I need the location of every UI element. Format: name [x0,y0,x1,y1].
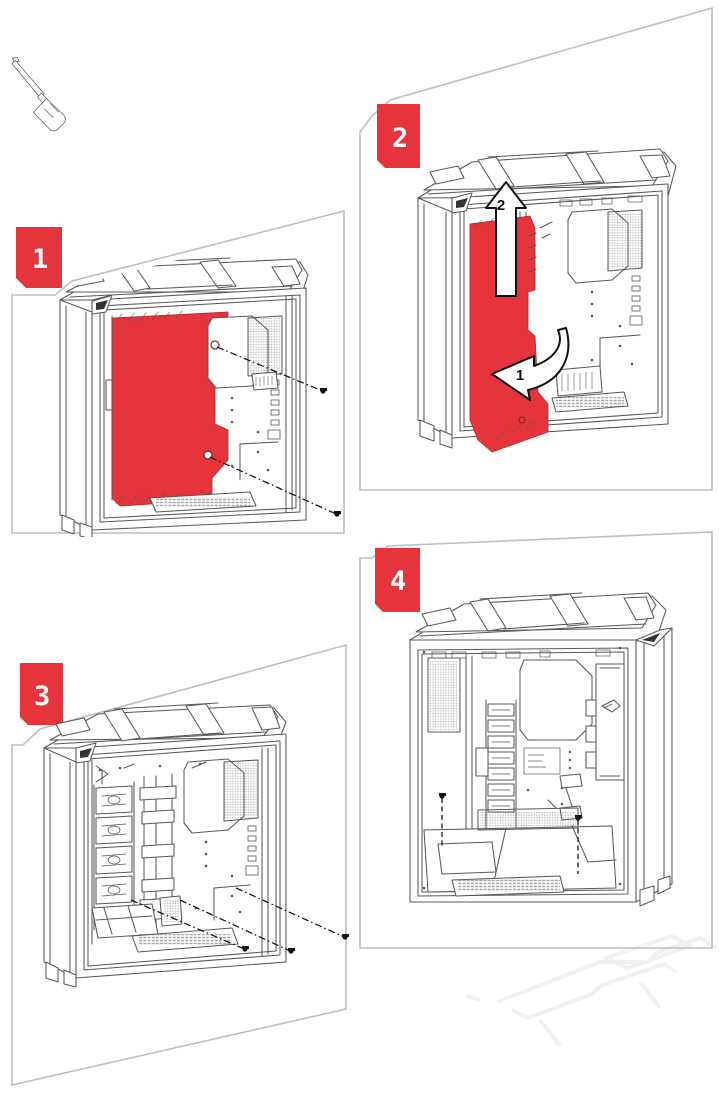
panel-2-arrow-up: 2 [485,181,527,297]
step-badge-4-number: 4 [390,566,406,597]
chassis-right-face-4 [635,627,673,903]
panel-2-frame [359,6,713,491]
arrow-label-1: 1 [516,367,524,384]
chassis-left-face-1 [59,299,93,531]
step-badge-1-number: 1 [32,244,48,275]
panel-2-illustration [417,148,677,453]
arrow-label-2: 2 [497,197,505,214]
step-badge-2: 2 [377,104,420,168]
panel-1-illustration [59,257,309,537]
phillips-screwdriver-icon [11,57,66,132]
step-badge-1-shape [17,227,61,288]
vertical-bracket-4 [559,663,625,821]
panel-1-frame [11,209,345,534]
step-badge-1: 1 [16,227,62,288]
chassis-roof-4 [409,592,667,641]
mb-cutout-4 [519,659,593,741]
panel-4-illustration [409,592,673,907]
panel-2-arrow-curved: 1 [491,327,570,401]
pcie-slot-covers-4 [475,699,517,829]
panel-3-leaders [130,887,349,954]
chassis-roof-2 [417,148,677,199]
panel-1-leaders [209,346,341,517]
panel-4-frame [359,531,713,949]
psu-area-3 [91,895,183,939]
panel-3-illustration [43,702,287,988]
pcie-slot-stack-3 [93,781,135,931]
panel-3-frame [11,643,347,1087]
panel-4-leaders [439,793,582,874]
step-badge-3: 3 [20,663,63,725]
step-badge-3-number: 3 [34,681,50,712]
step-badge-2-number: 2 [392,123,408,154]
rog-outline-watermark [465,934,718,1048]
step-badge-4: 4 [375,548,420,612]
